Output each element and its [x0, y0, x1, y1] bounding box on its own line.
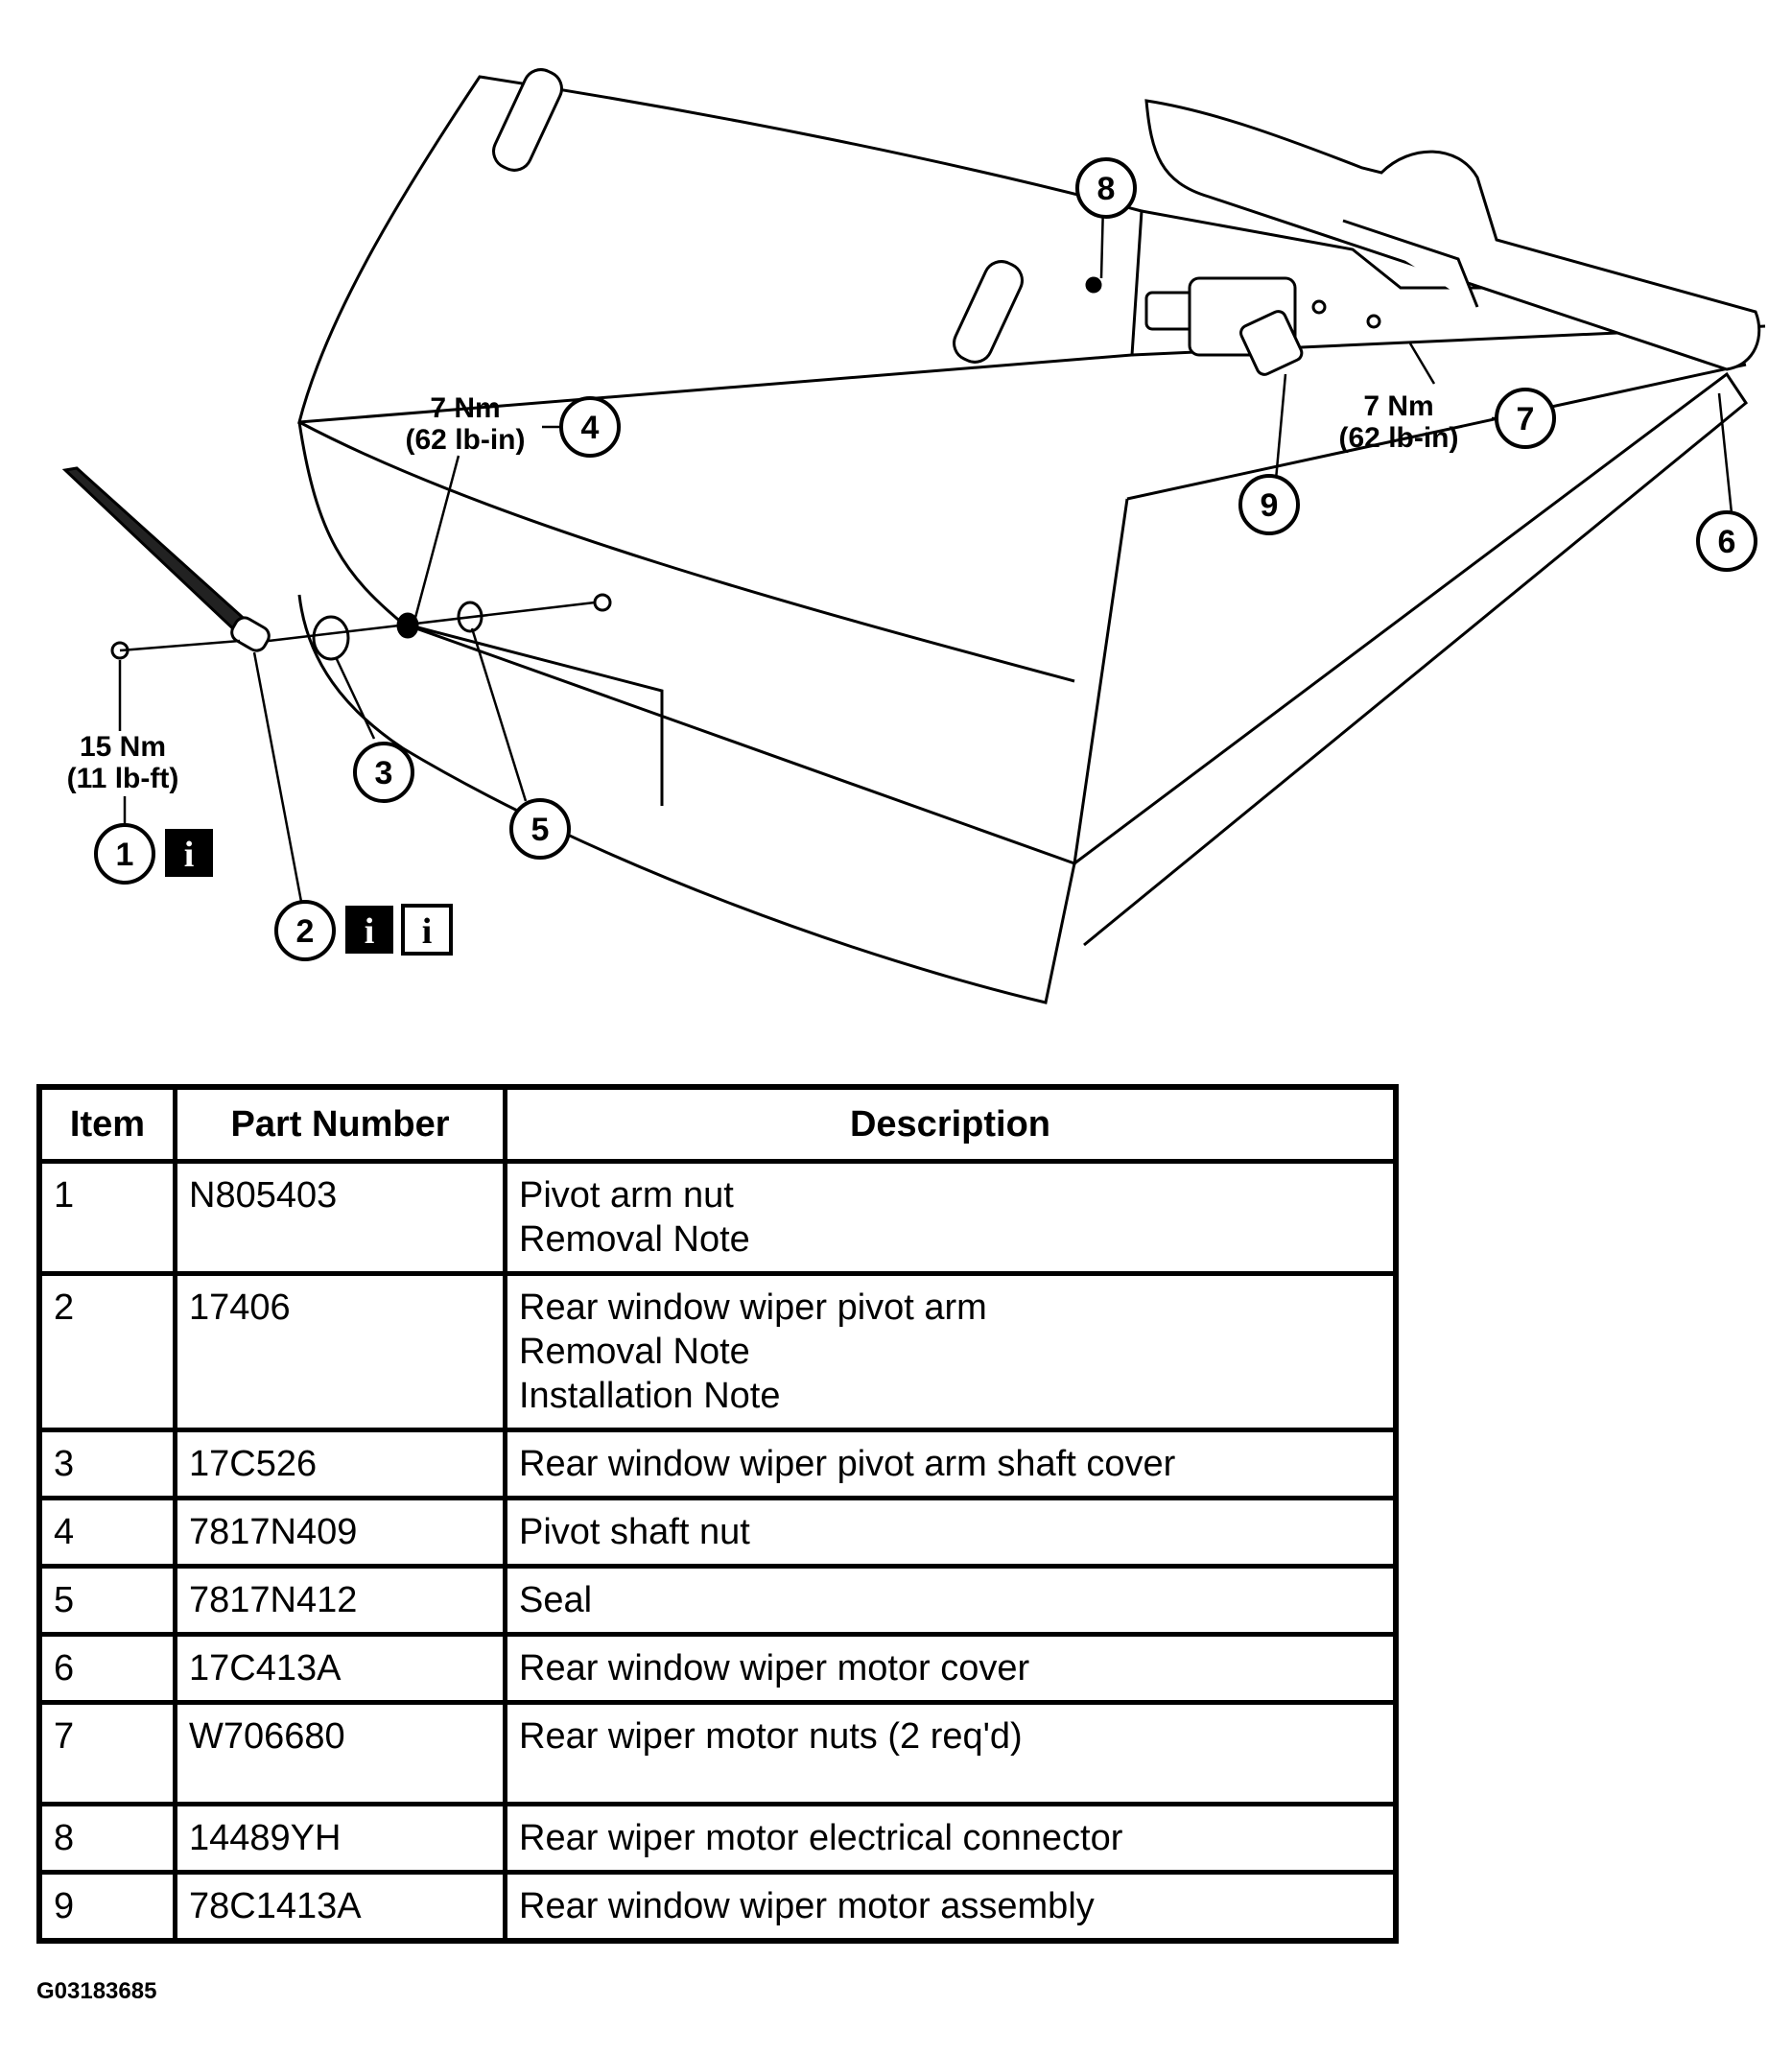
cell-item: 3 — [36, 1428, 177, 1500]
table-row: 2 17406 Rear window wiper pivot arm Remo… — [36, 1271, 1399, 1432]
callout-6-number: 6 — [1718, 524, 1736, 560]
cell-part-number: N805403 — [173, 1159, 507, 1276]
parts-table: Item Part Number Description 1 N805403 P… — [36, 1084, 1399, 1944]
cell-description: Rear window wiper motor cover — [503, 1632, 1399, 1705]
callout-6: 6 — [1696, 510, 1757, 572]
cell-part-number: 78C1413A — [173, 1870, 507, 1944]
callout-9-number: 9 — [1261, 487, 1279, 524]
table-header-row: Item Part Number Description — [36, 1084, 1399, 1164]
table-row: 5 7817N412 Seal — [36, 1564, 1399, 1637]
cell-description: Rear window wiper pivot arm Removal Note… — [503, 1271, 1399, 1432]
column-header-part-number: Part Number — [173, 1084, 507, 1164]
cell-item: 6 — [36, 1632, 177, 1705]
column-header-item: Item — [36, 1084, 177, 1164]
cell-part-number: 7817N409 — [173, 1496, 507, 1569]
liftgate-hinge-right — [953, 260, 1024, 364]
pivot-hardware — [110, 593, 612, 661]
removal-note-link: Removal Note — [519, 1332, 750, 1372]
cell-part-number: W706680 — [173, 1700, 507, 1806]
table-row: 6 17C413A Rear window wiper motor cover — [36, 1632, 1399, 1705]
column-header-description: Description — [503, 1084, 1399, 1164]
cell-item: 4 — [36, 1496, 177, 1569]
figure-id: G03183685 — [36, 1978, 157, 2004]
cell-part-number: 14489YH — [173, 1802, 507, 1875]
table-row: 7 W706680 Rear wiper motor nuts (2 req'd… — [36, 1700, 1399, 1806]
cell-description: Rear wiper motor nuts (2 req'd) — [503, 1700, 1399, 1806]
svg-text:15 Nm: 15 Nm — [80, 731, 166, 763]
cell-item: 7 — [36, 1700, 177, 1806]
cell-description: Seal — [503, 1564, 1399, 1637]
callout-7-number: 7 — [1517, 401, 1535, 437]
cell-item: 2 — [36, 1271, 177, 1432]
cell-item: 5 — [36, 1564, 177, 1637]
callout-3: 3 — [353, 742, 414, 803]
callout-3-number: 3 — [375, 755, 393, 791]
cell-description: Rear window wiper motor assembly — [503, 1870, 1399, 1944]
callout-8: 8 — [1075, 157, 1137, 219]
note-icon-removal-1: i — [165, 829, 213, 877]
table-row: 4 7817N409 Pivot shaft nut — [36, 1496, 1399, 1569]
callout-1-number: 1 — [116, 837, 134, 873]
svg-text:(62 lb-in): (62 lb-in) — [406, 424, 526, 456]
table-row: 3 17C526 Rear window wiper pivot arm sha… — [36, 1428, 1399, 1500]
note-icon-removal-2: i — [345, 906, 393, 954]
callout-4-number: 4 — [581, 410, 600, 446]
callout-1: 1 — [94, 823, 155, 885]
cell-part-number: 7817N412 — [173, 1564, 507, 1637]
cell-description: Pivot arm nut Removal Note — [503, 1159, 1399, 1276]
callout-8-number: 8 — [1097, 171, 1116, 207]
callout-9: 9 — [1238, 474, 1300, 535]
description-line: Rear window wiper pivot arm — [519, 1287, 987, 1328]
torque-spec-item-7: 7 Nm (62 lb-in) — [1339, 390, 1459, 454]
cell-item: 9 — [36, 1870, 177, 1944]
wiper-arm-and-blade — [61, 466, 271, 652]
table-row: 1 N805403 Pivot arm nut Removal Note — [36, 1159, 1399, 1276]
svg-text:(11 lb-ft): (11 lb-ft) — [67, 763, 179, 794]
callout-4: 4 — [559, 396, 621, 458]
callout-2: 2 — [274, 900, 336, 961]
torque-spec-item-1: 15 Nm (11 lb-ft) — [67, 731, 179, 794]
callout-5-number: 5 — [531, 812, 550, 848]
liftgate-hinge-left — [492, 68, 563, 172]
callout-5: 5 — [509, 798, 571, 860]
cell-item: 1 — [36, 1159, 177, 1276]
svg-text:7 Nm: 7 Nm — [1363, 390, 1433, 422]
svg-text:i: i — [422, 911, 433, 952]
table-row: 9 78C1413A Rear window wiper motor assem… — [36, 1870, 1399, 1944]
cell-description: Rear wiper motor electrical connector — [503, 1802, 1399, 1875]
callout-7: 7 — [1495, 388, 1556, 449]
leader-lines — [118, 202, 1733, 908]
installation-note-link: Installation Note — [519, 1376, 781, 1416]
svg-text:i: i — [365, 911, 375, 952]
cell-part-number: 17C413A — [173, 1632, 507, 1705]
description-line: Pivot arm nut — [519, 1175, 734, 1216]
wiper-motor-cover — [1144, 99, 1761, 371]
cell-part-number: 17406 — [173, 1271, 507, 1432]
wiper-motor-assembly — [1085, 276, 1381, 376]
table-row: 8 14489YH Rear wiper motor electrical co… — [36, 1802, 1399, 1875]
cell-part-number: 17C526 — [173, 1428, 507, 1500]
svg-text:(62 lb-in): (62 lb-in) — [1339, 422, 1459, 454]
svg-text:i: i — [184, 835, 195, 875]
svg-text:7 Nm: 7 Nm — [430, 392, 500, 424]
cell-description: Rear window wiper pivot arm shaft cover — [503, 1428, 1399, 1500]
removal-note-link: Removal Note — [519, 1219, 750, 1260]
cell-description: Pivot shaft nut — [503, 1496, 1399, 1569]
note-icon-installation-2: i — [401, 904, 453, 956]
cell-item: 8 — [36, 1802, 177, 1875]
exploded-view-diagram: 1 i 2 i i 3 4 5 6 7 8 9 — [61, 68, 1766, 1004]
callout-2-number: 2 — [296, 913, 315, 950]
torque-spec-item-4: 7 Nm (62 lb-in) — [406, 392, 526, 456]
liftgate-glass — [297, 75, 1766, 1004]
